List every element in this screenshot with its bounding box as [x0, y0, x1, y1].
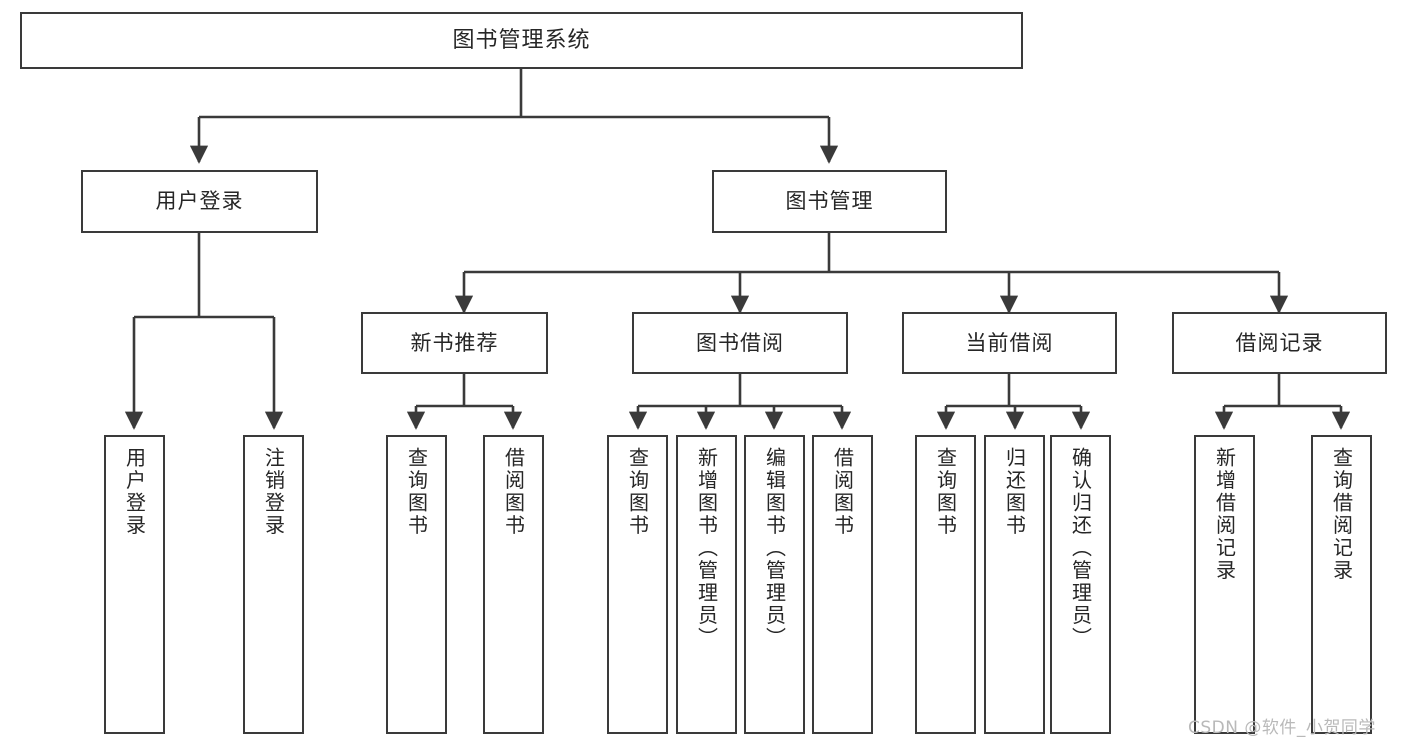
leaf-current-borrow-query[interactable]: 查询图书 — [915, 435, 976, 734]
node-label: 当前借阅 — [965, 330, 1054, 355]
node-label: 新增借阅记录 — [1212, 447, 1237, 582]
node-label: 用户登录 — [122, 447, 147, 537]
node-root-system[interactable]: 图书管理系统 — [20, 12, 1023, 69]
leaf-borrow-record-query[interactable]: 查询借阅记录 — [1311, 435, 1372, 734]
node-label: 确认归还（管理员） — [1068, 447, 1093, 650]
node-label: 归还图书 — [1002, 447, 1027, 537]
node-label: 查询图书 — [404, 447, 429, 537]
leaf-new-book-borrow[interactable]: 借阅图书 — [483, 435, 544, 734]
node-label: 图书管理 — [785, 189, 874, 214]
leaf-user-login-login[interactable]: 用户登录 — [104, 435, 165, 734]
leaf-current-borrow-return[interactable]: 归还图书 — [984, 435, 1045, 734]
node-book-borrow[interactable]: 图书借阅 — [632, 312, 848, 374]
node-new-book-recommend[interactable]: 新书推荐 — [361, 312, 548, 374]
node-label: 用户登录 — [155, 189, 244, 214]
leaf-user-login-logout[interactable]: 注销登录 — [243, 435, 304, 734]
node-book-management[interactable]: 图书管理 — [712, 170, 947, 233]
node-label: 借阅图书 — [830, 447, 855, 537]
node-label: 新书推荐 — [410, 330, 499, 355]
leaf-book-borrow-borrow[interactable]: 借阅图书 — [812, 435, 873, 734]
node-label: 查询图书 — [625, 447, 650, 537]
node-label: 图书管理系统 — [452, 27, 591, 53]
node-label: 查询借阅记录 — [1329, 447, 1354, 582]
node-label: 借阅图书 — [501, 447, 526, 537]
csdn-watermark: CSDN @软件_小贺同学 — [1188, 718, 1376, 738]
node-user-login[interactable]: 用户登录 — [81, 170, 318, 233]
node-label: 图书借阅 — [696, 330, 784, 355]
node-label: 查询图书 — [933, 447, 958, 537]
node-label: 新增图书（管理员） — [694, 447, 719, 650]
node-label: 借阅记录 — [1235, 330, 1324, 355]
node-current-borrow[interactable]: 当前借阅 — [902, 312, 1117, 374]
leaf-book-borrow-add[interactable]: 新增图书（管理员） — [676, 435, 737, 734]
node-label: 编辑图书（管理员） — [762, 447, 787, 650]
leaf-new-book-query[interactable]: 查询图书 — [386, 435, 447, 734]
node-label: 注销登录 — [261, 447, 286, 537]
leaf-book-borrow-query[interactable]: 查询图书 — [607, 435, 668, 734]
leaf-current-borrow-confirm-return[interactable]: 确认归还（管理员） — [1050, 435, 1111, 734]
node-borrow-record[interactable]: 借阅记录 — [1172, 312, 1387, 374]
leaf-book-borrow-edit[interactable]: 编辑图书（管理员） — [744, 435, 805, 734]
leaf-borrow-record-add[interactable]: 新增借阅记录 — [1194, 435, 1255, 734]
